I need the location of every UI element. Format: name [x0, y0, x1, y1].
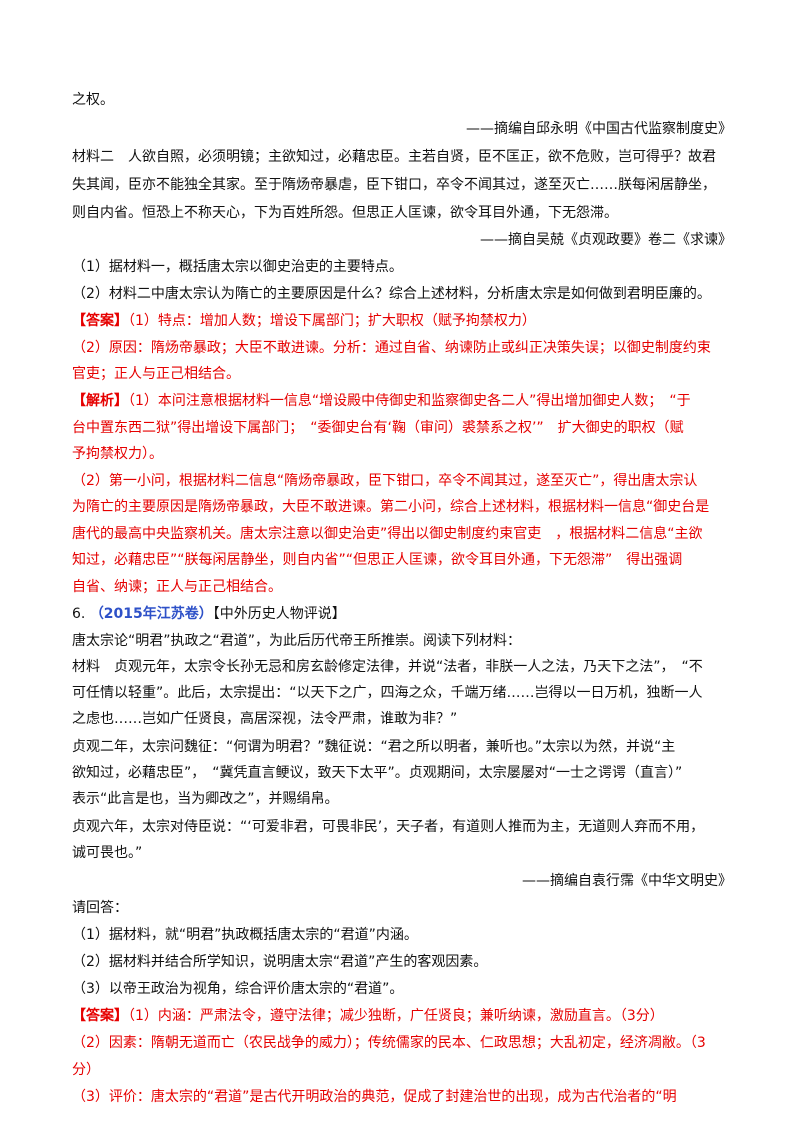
- text-line: 之虑也……岂如广任贤良，高居深视，法令严肃，谁敢为非？”: [72, 711, 458, 727]
- question-3: （3）以帝王政治为视角，综合评价唐太宗的“君道”。: [72, 981, 404, 997]
- answer-line: （2）因素：隋朝无道而亡（农民战争的威力）；传统儒家的民本、仁政思想；大乱初定，…: [72, 1035, 706, 1051]
- source-citation: ——摘编自袁行霈《中华文明史》: [522, 873, 732, 889]
- text-line: 表示“此言是也，当为卿改之”，并赐绢帛。: [72, 791, 339, 807]
- text-line: 欲知过，必藉忠臣”， “冀凭直言鲠议，致天下太平”。贞观期间，太宗屡屡对“一士之…: [72, 765, 683, 781]
- answer-line: （3）评价：唐太宗的“君道”是古代开明政治的典范，促成了封建治世的出现，成为古代…: [72, 1089, 677, 1105]
- answer-tag: 【答案】: [72, 1008, 128, 1024]
- analysis-tag: 【解析】: [72, 393, 128, 409]
- analysis-line: 自省、纳谏；正人与正己相结合。: [72, 579, 282, 595]
- source-citation: ——摘自吴兢《贞观政要》卷二《求谏》: [480, 232, 732, 248]
- answer-line: 【答案】（1）特点：增加人数；增设下属部门；扩大职权（赋予拘禁权力）: [72, 311, 732, 331]
- text-line: 贞观六年，太宗对侍臣说：“‘可爱非君，可畏非民’，天子者，有道则人推而为主，无道…: [72, 819, 705, 835]
- question-2: （2）据材料并结合所学知识，说明唐太宗“君道”产生的客观因素。: [72, 954, 488, 970]
- text-line: 诚可畏也。”: [72, 845, 143, 861]
- question-number: 6.: [72, 606, 86, 622]
- question-1: （1）据材料一，概括唐太宗以御史治吏的主要特点。: [72, 259, 403, 275]
- analysis-line: 予拘禁权力）。: [72, 446, 163, 462]
- question-2: （2）材料二中唐太宗认为隋亡的主要原因是什么？综合上述材料，分析唐太宗是如何做到…: [72, 286, 711, 302]
- analysis-line: 知过，必藉忠臣”“朕每闲居静坐，则自内省”“但思正人匡谏，欲令耳目外通，下无怨滞…: [72, 552, 683, 568]
- question-6-heading: 6. （2015年江苏卷）【中外历史人物评说】: [72, 604, 732, 624]
- answer-line: 分）: [72, 1062, 100, 1078]
- text-line: 则自内省。恒恐上不称天心，下为百姓所怨。但思正人匡谏，欲令耳目外通，下无怨滞。: [72, 205, 618, 221]
- source-citation: ——摘编自邱永明《中国古代监察制度史》: [466, 121, 732, 137]
- answer-line: 官吏；正人与正己相结合。: [72, 366, 240, 382]
- text-line: 贞观二年，太宗问魏征：“何谓为明君？”魏征说：“君之所以明者，兼听也。”太宗以为…: [72, 739, 676, 755]
- text-line: 材料 贞观元年，太宗令长孙无忌和房玄龄修定法律，并说“法者，非朕一人之法，乃天下…: [72, 659, 703, 675]
- analysis-line: （2）第一小问，根据材料二信息“隋炀帝暴政，臣下钳口，卒令不闻其过，遂至灭亡”，…: [72, 473, 698, 489]
- question-1: （1）据材料，就“明君”执政概括唐太宗的“君道”内涵。: [72, 927, 418, 943]
- answer-line: 【答案】（1）内涵：严肃法令，遵守法律；减少独断，广任贤良；兼听纳谏，激励直言。…: [72, 1006, 732, 1026]
- analysis-line: 唐代的最高中央监察机关。唐太宗注意以御史治吏”得出以御史制度约束官吏 ，根据材料…: [72, 526, 703, 542]
- question-source: （2015年江苏卷）: [89, 606, 213, 622]
- analysis-line: 为隋亡的主要原因是隋炀帝暴政，大臣不敢进谏。第二小问，综合上述材料，根据材料一信…: [72, 499, 710, 515]
- text-line: 材料二 人欲自照，必须明镜；主欲知过，必藉忠臣。主若自贤，臣不匡正，欲不危败，岂…: [72, 149, 716, 165]
- analysis-line: 【解析】（1）本问注意根据材料一信息“增设殿中侍御史和监察御史各二人”得出增加御…: [72, 391, 732, 411]
- text-line: 可任情以轻重”。此后，太宗提出：“以天下之广，四海之众，千端万绪……岂得以一日万…: [72, 685, 703, 701]
- answer-tag: 【答案】: [72, 313, 128, 329]
- answer-text: （1）内涵：严肃法令，遵守法律；减少独断，广任贤良；兼听纳谏，激励直言。（3分）: [128, 1008, 664, 1024]
- text-line: 之权。: [72, 92, 114, 108]
- text-line: 唐太宗论“明君”执政之“君道”，为此后历代帝王所推崇。阅读下列材料：: [72, 633, 522, 649]
- text-line: 请回答：: [72, 900, 128, 916]
- question-topic: 【中外历史人物评说】: [212, 606, 346, 622]
- analysis-line: 台中置东西二狱”得出增设下属部门； “委御史台有‘鞠（审问）裘禁系之权’” 扩大…: [72, 420, 684, 436]
- analysis-text: （1）本问注意根据材料一信息“增设殿中侍御史和监察御史各二人”得出增加御史人数；…: [128, 393, 691, 409]
- answer-line: （2）原因：隋炀帝暴政；大臣不敢进谏。分析：通过自省、纳谏防止或纠正决策失误；以…: [72, 340, 711, 356]
- answer-text: （1）特点：增加人数；增设下属部门；扩大职权（赋予拘禁权力）: [128, 313, 536, 329]
- text-line: 失其闻，臣亦不能独全其家。至于隋炀帝暴虐，臣下钳口，卒令不闻其过，遂至灭亡……朕…: [72, 177, 716, 193]
